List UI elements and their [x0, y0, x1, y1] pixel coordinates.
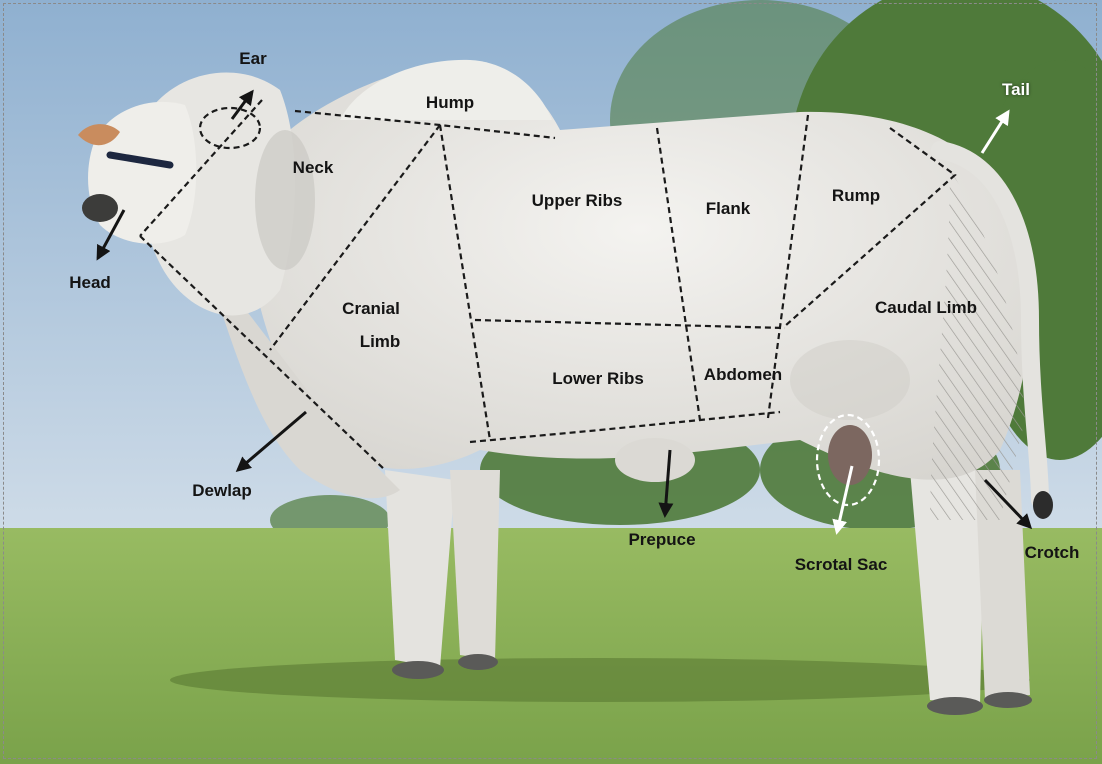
label-flank: Flank — [706, 199, 750, 219]
label-hump: Hump — [426, 93, 474, 113]
label-tail: Tail — [1002, 80, 1030, 100]
label-crotch: Crotch — [1025, 543, 1080, 563]
label-prepuce: Prepuce — [628, 530, 695, 550]
label-dewlap: Dewlap — [192, 481, 252, 501]
label-upper-ribs: Upper Ribs — [532, 191, 623, 211]
label-ear: Ear — [239, 49, 266, 69]
shadow — [170, 658, 1030, 702]
label-cranial-limb-1: Cranial — [342, 299, 400, 319]
label-cranial-limb-2: Limb — [360, 332, 401, 352]
label-scrotal-sac: Scrotal Sac — [795, 555, 888, 575]
muzzle — [82, 194, 118, 222]
label-caudal-limb: Caudal Limb — [875, 298, 977, 318]
label-head: Head — [69, 273, 111, 293]
label-abdomen: Abdomen — [704, 365, 782, 385]
label-lower-ribs: Lower Ribs — [552, 369, 644, 389]
label-neck: Neck — [293, 158, 334, 178]
label-rump: Rump — [832, 186, 880, 206]
